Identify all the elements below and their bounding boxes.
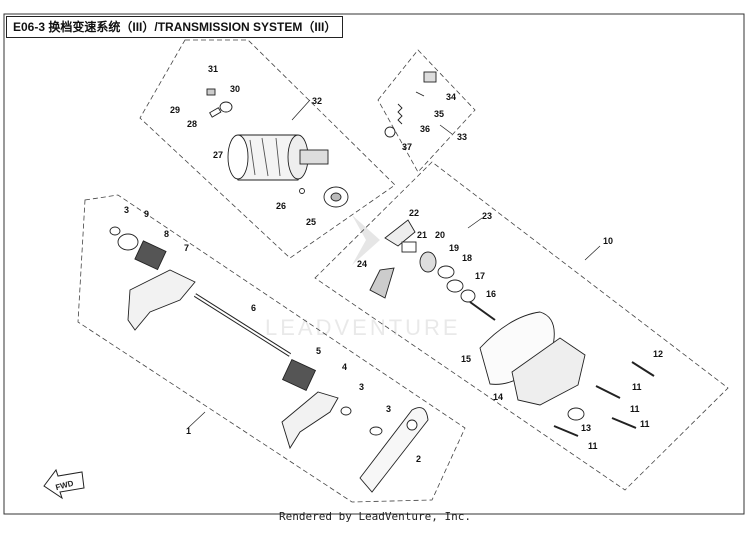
callout-25: 25 [306,217,316,227]
callout-11: 11 [640,419,650,429]
callout-37: 37 [402,142,412,152]
group-outline-10 [314,161,729,491]
callout-35: 35 [434,109,444,119]
shift-cover-assembly [369,219,655,437]
callout-16: 16 [486,289,496,299]
shift-fork-assembly [109,226,429,493]
watermark-text: LEADVENTURE [265,315,461,340]
callout-29: 29 [170,105,180,115]
outer-border [3,13,745,515]
callout-36: 36 [420,124,430,134]
callout-18: 18 [462,253,472,263]
callout-10: 10 [603,236,613,246]
callout-34: 34 [446,92,456,102]
callout-17: 17 [475,271,485,281]
callout-13: 13 [581,423,591,433]
callout-11: 11 [632,382,642,392]
callout-3: 3 [124,205,129,215]
callout-7: 7 [184,243,189,253]
callout-1: 1 [186,426,191,436]
callout-15: 15 [461,354,471,364]
callout-labels: 1 2 3 3 3 4 5 6 7 8 9 10 11 11 11 11 12 … [124,64,663,464]
callout-19: 19 [449,243,459,253]
callout-23: 23 [482,211,492,221]
callout-30: 30 [230,84,240,94]
callout-3: 3 [386,404,391,414]
group-outline-33 [377,49,476,173]
callout-32: 32 [312,96,322,106]
callout-3: 3 [359,382,364,392]
callout-31: 31 [208,64,218,74]
callout-27: 27 [213,150,223,160]
callout-8: 8 [164,229,169,239]
callout-20: 20 [435,230,445,240]
watermark: LEADVENTURE [265,215,461,340]
callout-12: 12 [653,349,663,359]
detent-assembly [384,71,437,138]
callout-5: 5 [316,346,321,356]
callout-6: 6 [251,303,256,313]
callout-14: 14 [493,392,503,402]
callout-11: 11 [588,441,598,451]
callout-33: 33 [457,132,467,142]
callout-22: 22 [409,208,419,218]
fwd-arrow: FWD [43,468,85,500]
callout-9: 9 [144,209,149,219]
group-outline-32 [139,39,396,259]
callout-11: 11 [630,404,640,414]
group-outline-1 [77,194,466,503]
callout-4: 4 [342,362,347,372]
callout-2: 2 [416,454,421,464]
shift-drum-assembly [206,88,349,208]
callout-24: 24 [357,259,367,269]
footer-credit: Rendered by LeadVenture, Inc. [278,510,472,523]
page-title: E06-3 换档变速系统（III）/TRANSMISSION SYSTEM（II… [6,16,344,38]
callout-26: 26 [276,201,286,211]
callout-21: 21 [417,230,427,240]
callout-28: 28 [187,119,197,129]
